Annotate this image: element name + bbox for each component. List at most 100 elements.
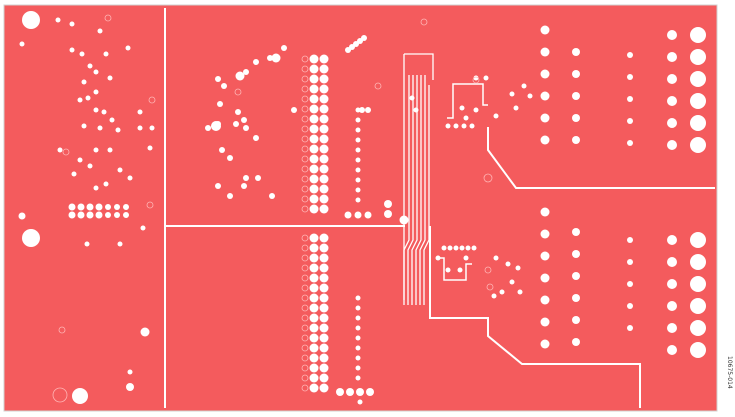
pad-icon [123, 212, 129, 218]
via-ring-icon [301, 314, 309, 322]
pad-icon [366, 388, 374, 396]
pad-icon [356, 388, 364, 396]
connector-pin-icon [319, 144, 329, 154]
via-ring-icon [301, 294, 309, 302]
connector-pin-icon [309, 263, 319, 273]
via-ring-icon [301, 145, 309, 153]
pad-icon [95, 203, 103, 211]
connector-pin-icon [319, 303, 329, 313]
connector-pin-icon [319, 104, 329, 114]
via-hole-icon [241, 183, 247, 189]
via-hole-icon [627, 303, 633, 309]
via-hole-icon [690, 71, 706, 87]
connector-pin-icon [309, 174, 319, 184]
via-hole-icon [445, 123, 451, 129]
via-ring-icon [472, 76, 480, 84]
via-hole-icon [627, 118, 633, 124]
via-hole-icon [227, 155, 233, 161]
connector-pin-icon [319, 124, 329, 134]
via-ring-icon [58, 326, 66, 334]
via-ring-icon [301, 354, 309, 362]
via-ring-icon [301, 234, 309, 242]
via-hole-icon [469, 123, 475, 129]
via-hole-icon [355, 117, 361, 123]
via-ring-icon [301, 205, 309, 213]
via-hole-icon [493, 113, 499, 119]
via-ring-icon [234, 88, 242, 96]
via-hole-icon [243, 175, 249, 181]
pad-icon [441, 245, 447, 251]
via-hole-icon [215, 76, 221, 82]
via-hole-icon [217, 101, 223, 107]
right-trace-stubs [437, 83, 488, 281]
via-ring-icon [301, 324, 309, 332]
via-hole-icon [355, 157, 361, 163]
via-hole-icon [572, 48, 580, 56]
connector-pin-icon [319, 84, 329, 94]
via-ring-icon [301, 334, 309, 342]
via-hole-icon [137, 109, 143, 115]
connector-pin-icon [309, 253, 319, 263]
via-hole-icon [93, 185, 99, 191]
via-hole-icon [149, 125, 155, 131]
connector-pin-icon [309, 154, 319, 164]
connector-pin-icon [319, 174, 329, 184]
via-field [18, 11, 706, 405]
via-hole-icon [93, 147, 99, 153]
connector-pin-icon [309, 134, 319, 144]
via-hole-icon [103, 51, 109, 57]
via-hole-icon [473, 75, 479, 81]
via-ring-icon [52, 387, 68, 403]
via-hole-icon [513, 105, 519, 111]
via-hole-icon [667, 74, 677, 84]
pad-icon [123, 204, 129, 210]
via-hole-icon [667, 235, 677, 245]
via-hole-icon [55, 17, 61, 23]
via-hole-icon [572, 92, 580, 100]
connector-pin-icon [319, 184, 329, 194]
via-hole-icon [243, 69, 249, 75]
connector-pin-icon [309, 383, 319, 393]
connector-pin-icon [309, 144, 319, 154]
via-hole-icon [355, 335, 361, 341]
via-ring-icon [483, 173, 493, 183]
connector-pin-icon [319, 353, 329, 363]
via-hole-icon [57, 147, 63, 153]
via-hole-icon [627, 74, 633, 80]
via-hole-icon [243, 125, 249, 131]
mounting-hole-icon [72, 388, 88, 404]
center-trace-bundle [403, 53, 434, 305]
connector-pin-icon [309, 104, 319, 114]
connector-pin-icon [309, 74, 319, 84]
via-hole-icon [205, 125, 211, 131]
via-hole-icon [667, 257, 677, 267]
connector-pin-icon [319, 94, 329, 104]
via-hole-icon [79, 51, 85, 57]
via-hole-icon [540, 229, 550, 239]
via-hole-icon [107, 147, 113, 153]
connector-pin-icon [319, 383, 329, 393]
via-hole-icon [572, 228, 580, 236]
via-ring-icon [301, 105, 309, 113]
via-hole-icon [690, 342, 706, 358]
connector-pin-icon [309, 343, 319, 353]
via-hole-icon [463, 255, 469, 261]
via-hole-icon [627, 237, 633, 243]
via-hole-icon [97, 125, 103, 131]
via-ring-icon [62, 148, 70, 156]
via-hole-icon [69, 21, 75, 27]
via-hole-icon [515, 265, 521, 271]
via-hole-icon [540, 295, 550, 305]
via-hole-icon [233, 121, 239, 127]
pad-icon [68, 211, 76, 219]
via-hole-icon [667, 279, 677, 289]
via-hole-icon [355, 325, 361, 331]
connector-pin-icon [319, 273, 329, 283]
connector-pin-icon [319, 283, 329, 293]
via-hole-icon [540, 339, 550, 349]
connector-pin-icon [319, 293, 329, 303]
connector-pin-icon [309, 124, 319, 134]
via-hole-icon [690, 93, 706, 109]
connector-pin-icon [319, 313, 329, 323]
via-hole-icon [93, 107, 99, 113]
